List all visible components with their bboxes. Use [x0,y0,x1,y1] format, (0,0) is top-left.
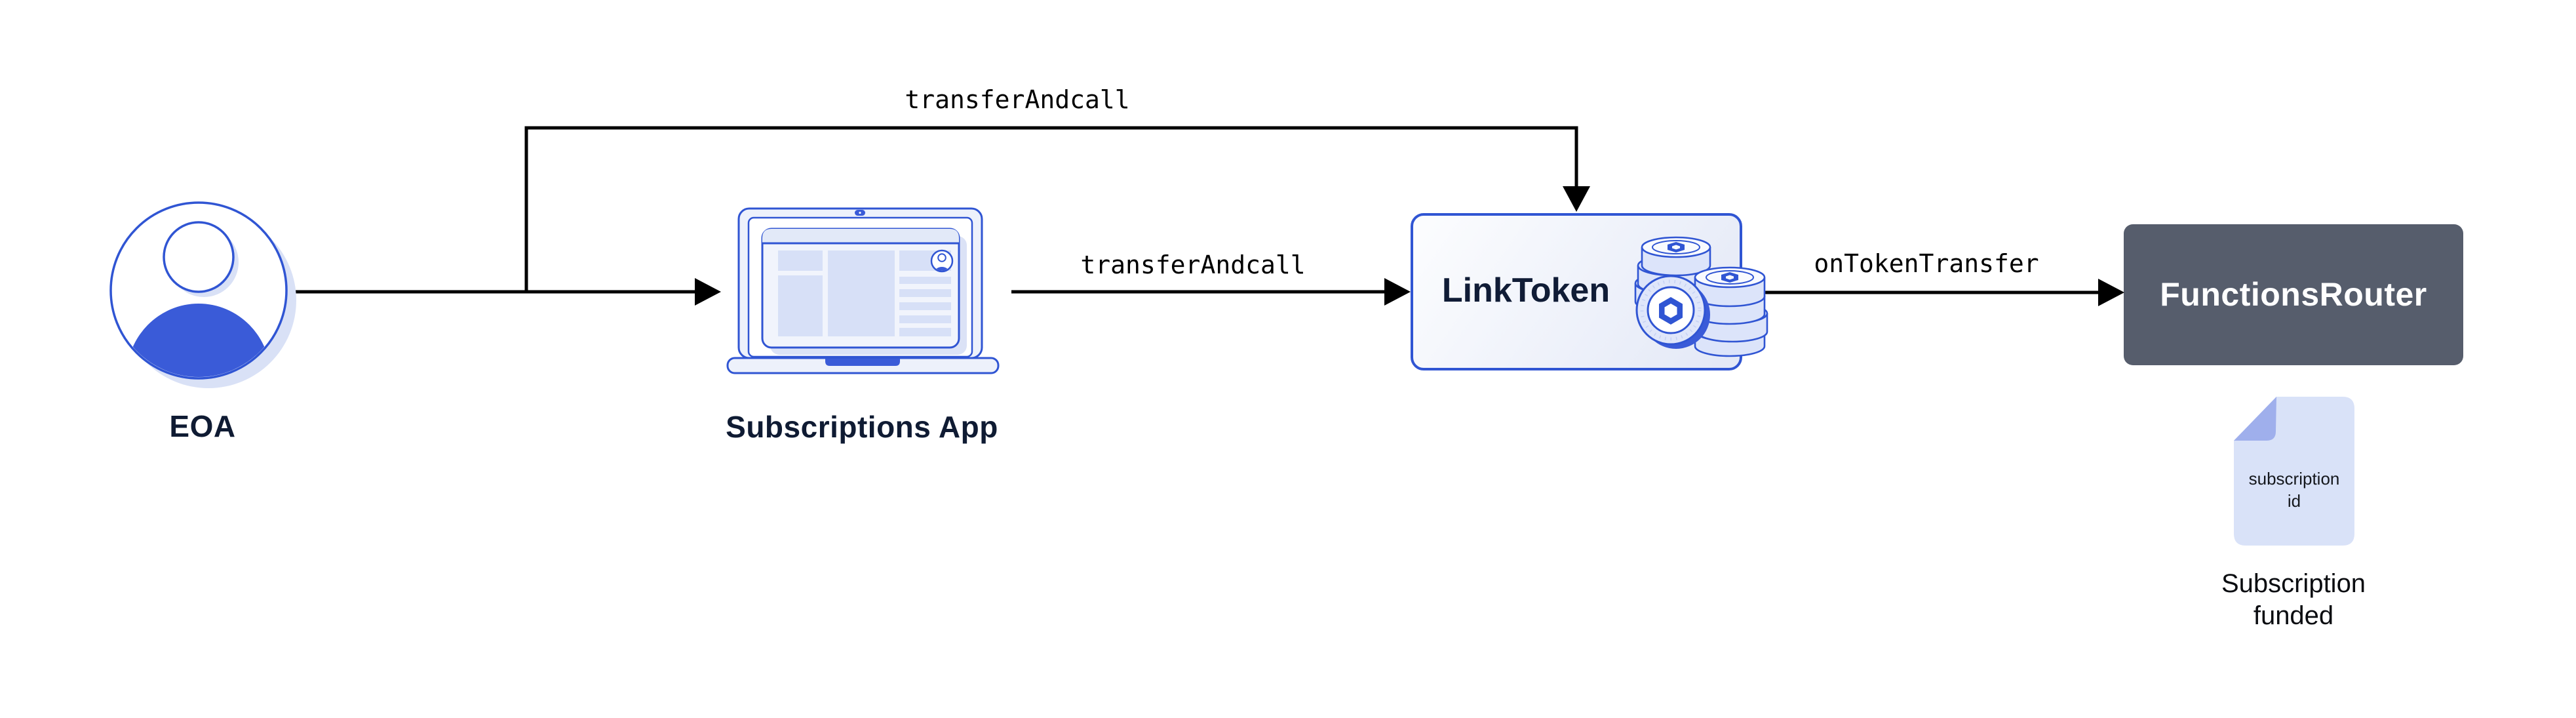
subscription-funded-caption: Subscription funded [2195,568,2392,632]
arrowhead-linktoken-to-functionsrouter [2098,279,2124,306]
edge-label-transferandcall-top: transferAndcall [905,85,1130,114]
mini-user-avatar-icon [930,249,954,273]
link-coin-stack-icon [1634,236,1768,357]
linktoken-label: LinkToken [1441,271,1610,309]
subscription-funded-line1: Subscription [2221,569,2366,598]
folded-corner [2234,397,2276,441]
user-avatar-icon [109,201,296,388]
subscriptions-app-label: Subscriptions App [726,410,998,444]
eoa-label: EOA [169,409,236,443]
subscription-funded-line2: funded [2253,601,2334,630]
edge-label-ontokentransfer: onTokenTransfer [1814,249,2039,278]
subscription-id-line2: id [2287,491,2301,511]
arrowhead-app-to-linktoken [1384,278,1411,306]
functionsrouter-contract-box [2124,224,2463,365]
laptop-browser-icon [726,207,1000,374]
document-icon [2234,397,2354,546]
edge-label-transferandcall-mid: transferAndcall [1080,250,1306,279]
arrowhead-eoa-to-app [695,278,721,306]
arrowhead-eoa-to-linktoken [1563,186,1590,212]
arrow-eoa-to-linktoken [524,126,1578,292]
subscription-id-text: subscription id [2229,468,2360,512]
subscription-id-line1: subscription [2248,469,2340,489]
functionsrouter-label: FunctionsRouter [2160,276,2427,313]
